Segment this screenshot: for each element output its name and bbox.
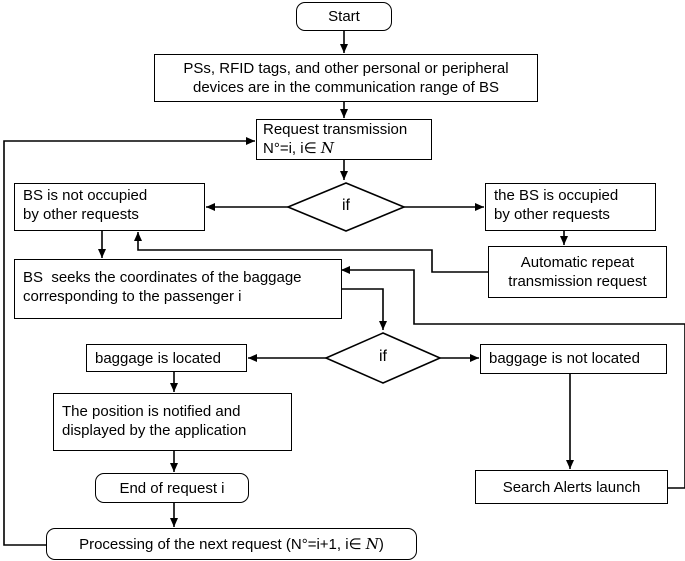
devices-in-range-node: PSs, RFID tags, and other personal or pe… [154,54,538,102]
decision-diamond-1 [285,182,407,232]
request-transmission-line-1: Request transmission [263,121,408,138]
next-request-prefix: Processing of the next request (N°=i+1, … [79,535,366,553]
start-node: Start [296,2,392,31]
baggage-located-node: baggage is located [86,344,247,372]
bs-occupied-node: the BS is occupied by other requests [485,183,656,231]
end-of-request-label: End of request i [119,479,225,497]
arrow-repeat-to-not-occupied [134,232,488,273]
request-transmission-line-2: N°=i, i∈ N [263,139,425,158]
natural-numbers-symbol-2: N [365,534,379,553]
automatic-repeat-line-2: transmission request [508,273,647,290]
baggage-not-located-label: baggage is not located [489,350,640,367]
automatic-repeat-line-1: Automatic repeat [520,254,635,271]
position-notified-line-1: The position is notified and [62,403,241,420]
devices-in-range-line-2: devices are in the communication range o… [193,79,499,96]
bs-seeks-line-2: corresponding to the passenger i [23,288,242,305]
search-alerts-label: Search Alerts launch [502,478,641,496]
decision-diamond-2 [324,332,442,384]
position-notified-line-2: displayed by the application [62,422,247,439]
automatic-repeat-node: Automatic repeat transmission request [488,246,667,298]
end-of-request-node: End of request i [95,473,249,503]
arrow-seeks-to-if2 [342,288,387,330]
bs-occupied-line-1: the BS is occupied [494,187,619,204]
decision-2-label: if [379,348,387,365]
request-transmission-index: N°=i, i∈ [263,140,321,157]
decision-1-label: if [342,197,350,214]
arrow-next-to-request [3,137,255,546]
bs-occupied-line-2: by other requests [494,206,610,223]
arrow-alerts-to-seeks [341,266,685,489]
request-transmission-node: Request transmission N°=i, i∈ N [256,119,432,160]
baggage-located-label: baggage is located [95,350,221,367]
bs-not-occupied-line-2: by other requests [23,206,139,223]
position-notified-node: The position is notified and displayed b… [53,393,292,451]
bs-not-occupied-node: BS is not occupied by other requests [14,183,205,231]
bs-seeks-line-1: BS seeks the coordinates of the baggage [23,269,302,286]
start-label: Start [328,8,360,25]
search-alerts-node: Search Alerts launch [475,470,668,504]
next-request-suffix: ) [378,535,384,553]
next-request-node: Processing of the next request (N°=i+1, … [46,528,417,560]
bs-seeks-coordinates-node: BS seeks the coordinates of the baggage … [14,259,342,319]
baggage-not-located-node: baggage is not located [480,344,667,374]
next-request-label: Processing of the next request (N°=i+1, … [79,535,384,554]
natural-numbers-symbol: N [320,139,334,157]
bs-not-occupied-line-1: BS is not occupied [23,187,148,204]
devices-in-range-line-1: PSs, RFID tags, and other personal or pe… [183,60,509,77]
